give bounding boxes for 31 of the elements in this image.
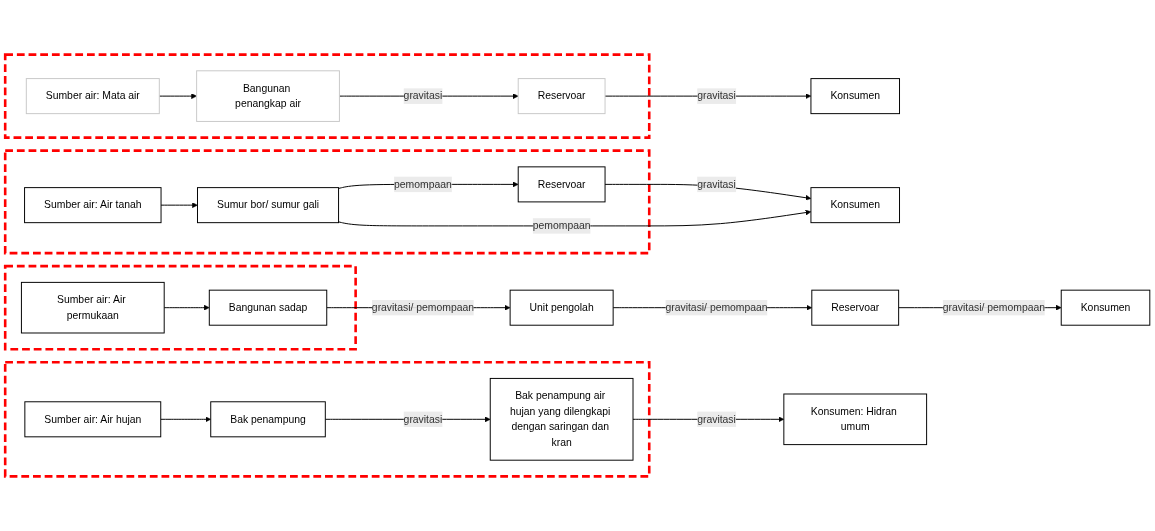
node-box: Konsumen: Hidran umum <box>783 393 928 446</box>
node-box: Bangunan sadap <box>208 289 328 326</box>
node-box: Sumber air: Air tanah <box>24 187 162 224</box>
node-box: Bangunan penangkap air <box>196 70 340 122</box>
edge-label: gravitasi/ pemompaan <box>371 301 475 313</box>
cluster <box>3 53 651 139</box>
node-box: Konsumen <box>810 78 900 115</box>
node-box: Unit pengolah <box>509 289 614 326</box>
edge-label: gravitasi <box>403 413 443 425</box>
edge-label: gravitasi <box>697 413 736 425</box>
node-box: Reservoar <box>517 78 606 115</box>
edge-label: gravitasi/ pemompaan <box>665 301 768 313</box>
edge-label: gravitasi <box>403 90 443 102</box>
node-box: Bak penampung air hujan yang dilengkapi dengan saringan dan kran <box>489 377 634 461</box>
node-box: Sumber air: Mata air <box>25 78 160 115</box>
node-box: Sumur bor/ sumur gali <box>197 187 340 224</box>
cluster <box>3 360 651 478</box>
cluster <box>3 149 651 255</box>
node-box: Konsumen <box>810 187 900 224</box>
edge-label: gravitasi <box>697 90 736 102</box>
edge-label: pemompaan <box>394 178 452 190</box>
node-box: Reservoar <box>517 166 606 203</box>
node-box: Sumber air: Air permukaan <box>20 281 165 334</box>
node-box: Konsumen <box>1060 289 1151 326</box>
cluster <box>3 264 357 351</box>
edge-label: gravitasi <box>697 178 736 190</box>
node-box: Reservoar <box>811 289 900 326</box>
edge-label: pemompaan <box>532 220 591 232</box>
node-box: Sumber air: Air hujan <box>24 401 162 438</box>
node-box: Bak penampung <box>210 401 326 438</box>
edge-label: gravitasi/ pemompaan <box>942 301 1045 313</box>
